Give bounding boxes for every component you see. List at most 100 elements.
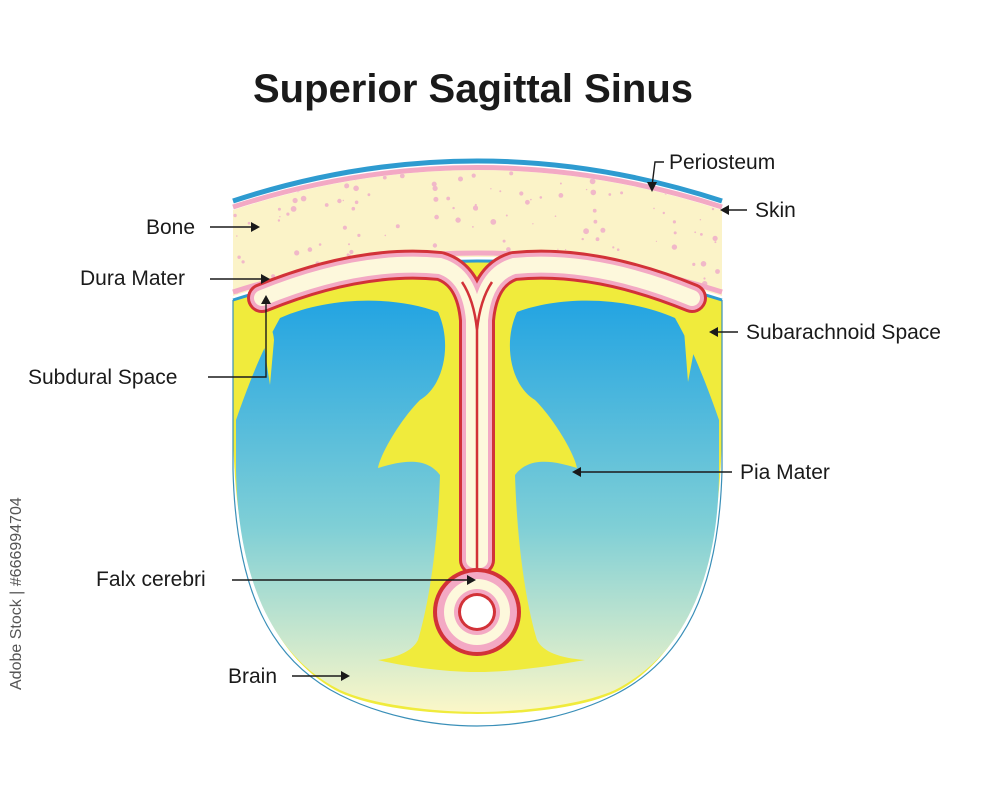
bone-dot [715,269,720,274]
bone-dot [351,206,356,211]
bone-dot [532,223,534,225]
bone-dot [318,243,322,246]
bone-dot [692,262,696,266]
bone-dot [260,178,265,182]
bone-dot [458,176,463,182]
subdural-space-label-text: Subdural Space [28,366,177,389]
bone-dot [583,228,589,235]
bone-dot [620,191,624,195]
bone-dot [581,237,584,241]
bone-dot [349,249,354,255]
label-pia-mater: Pia Mater [572,461,830,484]
bone-dot [344,185,348,189]
label-brain: Brain [228,665,350,688]
bone-dot [395,144,396,145]
bone-dot [357,233,361,237]
bone-dot [565,249,567,251]
bone-dot [470,148,473,151]
bone-dot [700,261,707,267]
bone-dot [274,164,278,168]
bone-dot [446,196,451,201]
bone-dot [551,160,553,162]
bone-dot [294,250,300,256]
bone-dot [471,173,476,178]
bone-dot [237,255,241,259]
stock-watermark-text: Adobe Stock | #666994704 [8,497,25,690]
falx-cerebri [247,249,707,656]
bone-dot [279,216,281,218]
bone-dot [446,149,452,155]
periosteum-layer [232,165,723,210]
label-skin: Skin [720,199,796,222]
superior-sagittal-sinus-lumen [461,596,493,628]
bone-dot [384,234,387,237]
bone-dot [662,211,665,215]
bone-dot [472,226,474,228]
bone-dot [714,241,717,244]
bone-dot [352,147,355,150]
bone-dot [452,206,455,210]
bone-dot [277,219,281,222]
bone-dot [558,193,564,198]
label-subarachnoid-space: Subarachnoid Space [709,321,941,344]
bone-dot [490,188,492,190]
bone-dot [519,191,524,196]
bone-dot [233,213,237,218]
bone-dot [324,203,329,207]
page-title: Superior Sagittal Sinus [253,67,693,111]
bone-dot [699,219,702,221]
bone-dot [502,239,506,243]
bone-dot [236,235,238,237]
label-periosteum: Periosteum [647,151,775,192]
bone-dot [589,178,596,185]
bone-dot [612,246,615,249]
skin-label-text: Skin [755,199,796,222]
bone-dot [342,199,344,202]
bone-dot [525,199,530,205]
bone-dot [298,140,303,145]
bone-dot [474,206,478,211]
stock-watermark: Adobe Stock | #666994704 [0,0,40,800]
bone-dot [593,219,598,224]
bone-dot [505,214,508,217]
bone-dot [286,212,290,216]
bone-dot [346,253,350,256]
bone-label-text: Bone [146,216,195,239]
bone-dot [499,190,502,193]
bone-dot [694,139,697,142]
falx-cerebri-label-text: Falx cerebri [96,568,206,591]
bone-dot [552,150,556,154]
bone-dot [432,243,438,248]
bone-dot [595,237,600,242]
bone-dot [672,220,677,224]
brain-right-hemisphere [477,300,719,712]
bone-dot [673,231,677,235]
bone-dot [694,231,697,234]
bone-dot [381,143,385,147]
bone-dot [433,196,439,202]
label-bone: Bone [146,216,260,239]
bone-dot [453,153,454,154]
bone-dot [637,165,638,166]
bone-dot [559,182,562,185]
bone-dot [655,240,658,242]
bone-dot [669,180,671,182]
bone-dot [247,221,251,225]
periosteum-label-text: Periosteum [669,151,775,174]
bone-dot [314,138,319,143]
bone-dot [399,173,405,179]
bone-dot [277,207,281,211]
bone-dot [431,181,437,187]
label-falx-cerebri: Falx cerebri [96,568,476,591]
bone-dot [348,243,350,246]
bone-dot [395,224,400,229]
bone-dot [592,208,597,213]
bone-dot [292,197,298,204]
bone-dot [301,165,302,166]
bone-dot [274,150,276,152]
bone-dot [303,161,306,164]
bone-dot [636,166,639,169]
bone-dot [585,188,588,191]
bone-dot [407,149,412,154]
bone-dot [432,185,438,191]
